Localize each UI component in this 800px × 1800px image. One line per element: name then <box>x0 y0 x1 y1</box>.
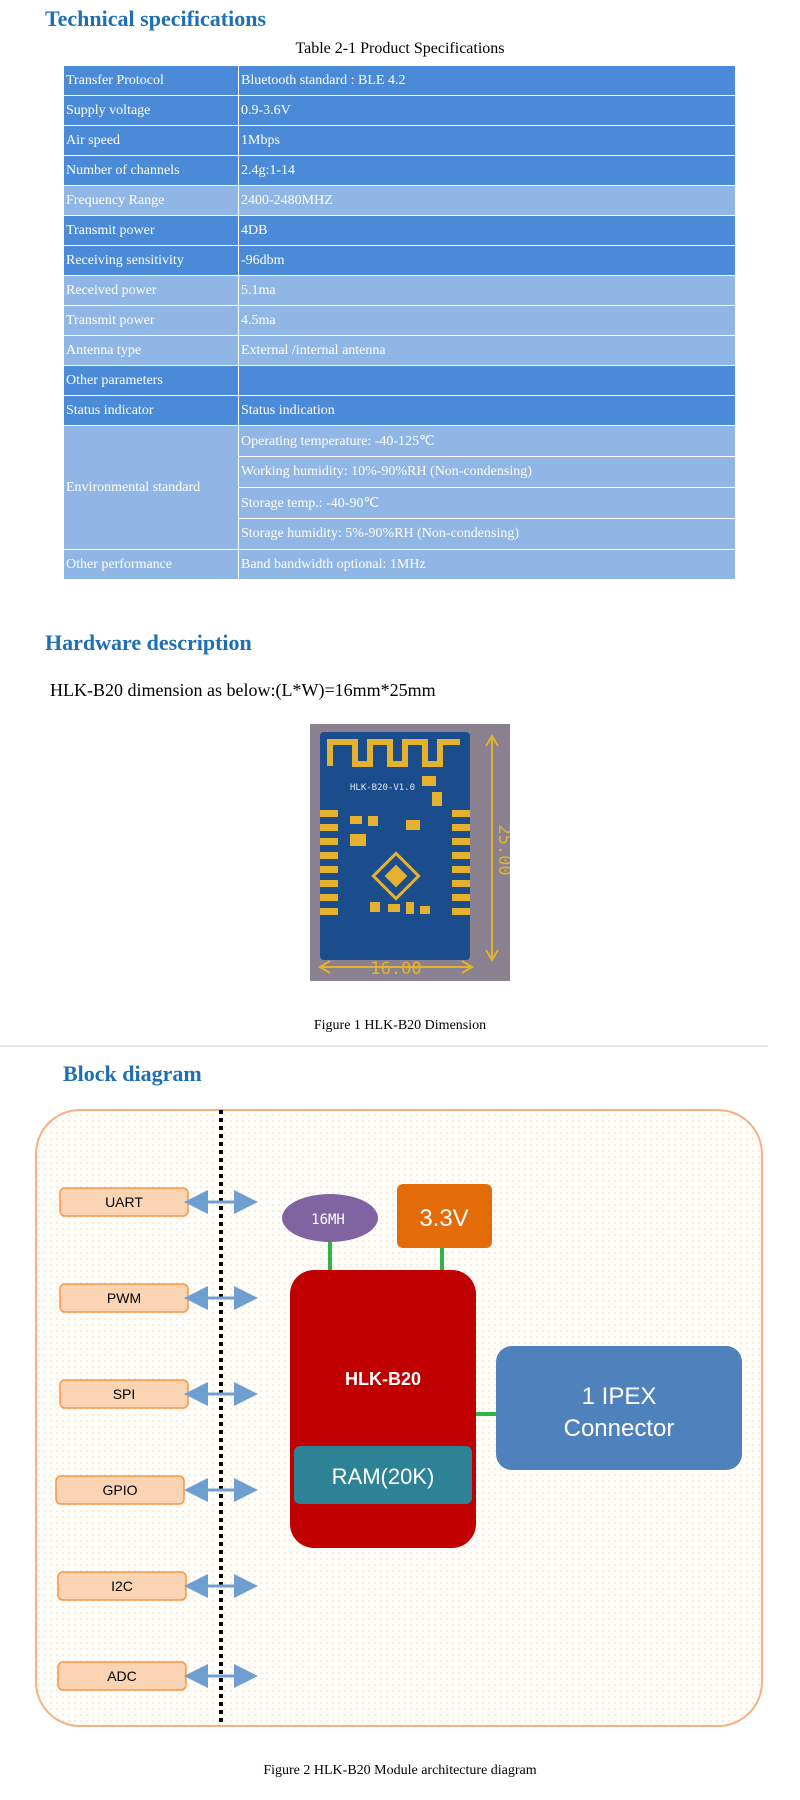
right-pads <box>452 810 470 915</box>
spec-value: Status indication <box>238 395 736 426</box>
spec-label: Air speed <box>63 125 239 156</box>
height-arrow-heads <box>485 734 499 962</box>
page-divider <box>0 1045 768 1047</box>
block-diagram: UART PWM SPI GPIO I2C ADC 16MH 3.3V HLK-… <box>35 1109 763 1727</box>
spec-label: Other parameters <box>63 365 239 396</box>
ram-label: RAM(20K) <box>332 1464 435 1489</box>
board-silk-label: HLK-B20-V1.0 <box>350 783 415 793</box>
board-components <box>350 776 442 914</box>
spec-value: 0.9-3.6V <box>238 95 736 126</box>
crystal-node <box>282 1194 378 1242</box>
spec-value: Operating temperature: -40-125℃ <box>238 425 736 457</box>
spec-value: Storage humidity: 5%-90%RH (Non-condensi… <box>238 518 736 550</box>
interface-label: ADC <box>107 1668 137 1684</box>
ipex-connector-node <box>496 1346 742 1470</box>
interface-pwm: PWM <box>59 1283 189 1313</box>
pcb <box>320 732 470 960</box>
crystal-label: 16MH <box>311 1212 345 1228</box>
spec-value: -96dbm <box>238 245 736 276</box>
spec-label: Transmit power <box>63 215 239 246</box>
spec-value: 2.4g:1-14 <box>238 155 736 186</box>
width-arrow-heads <box>318 960 474 974</box>
spec-value: 4DB <box>238 215 736 246</box>
connector-label-line2: Connector <box>564 1415 675 1442</box>
interface-spi: SPI <box>59 1379 189 1409</box>
spec-value: External /internal antenna <box>238 335 736 366</box>
spec-value: 4.5ma <box>238 305 736 336</box>
dimension-text: HLK-B20 dimension as below:(L*W)=16mm*25… <box>50 680 436 700</box>
section-title-technical: Technical specifications <box>45 6 267 31</box>
spec-label: Receiving sensitivity <box>63 245 239 276</box>
spec-value: 5.1ma <box>238 275 736 306</box>
ram-node <box>294 1446 472 1504</box>
figure2-caption: Figure 2 HLK-B20 Module architecture dia… <box>263 1763 537 1778</box>
table-row: Environmental standard Operating tempera… <box>63 425 736 550</box>
table-caption: Table 2-1 Product Specifications <box>295 40 505 57</box>
spec-value: Working humidity: 10%-90%RH (Non-condens… <box>238 456 736 488</box>
interface-adc: ADC <box>57 1661 187 1691</box>
spec-label: Other performance <box>63 549 239 580</box>
antenna-trace <box>327 739 460 767</box>
interface-label: I2C <box>111 1578 133 1594</box>
spec-value: Band bandwidth optional: 1MHz <box>238 549 736 580</box>
power-label: 3.3V <box>419 1205 468 1232</box>
interface-uart: UART <box>59 1187 189 1217</box>
chip-label: HLK-B20 <box>345 1369 421 1389</box>
spec-value: Storage temp.: -40-90℃ <box>238 487 736 519</box>
interface-i2c: I2C <box>57 1571 187 1601</box>
board-image: HLK-B20-V1.0 25.00 16.00 <box>310 724 510 981</box>
width-label: 16.00 <box>370 959 421 979</box>
spec-label-environment: Environmental standard <box>63 425 239 550</box>
spec-label: Received power <box>63 275 239 306</box>
spec-label: Status indicator <box>63 395 239 426</box>
spec-label: Transfer Protocol <box>63 65 239 96</box>
table-row: Working humidity: 10%-90%RH (Non-condens… <box>64 456 736 488</box>
spec-value: 2400-2480MHZ <box>238 185 736 216</box>
spec-value: Bluetooth standard : BLE 4.2 <box>238 65 736 96</box>
table-row: Other parameters <box>63 365 736 396</box>
section-title-hardware: Hardware description <box>45 630 252 655</box>
spec-value <box>238 365 736 396</box>
left-pads <box>320 810 338 915</box>
height-label: 25.00 <box>494 824 510 875</box>
spec-value: 1Mbps <box>238 125 736 156</box>
spec-label: Supply voltage <box>63 95 239 126</box>
table-row: Receiving sensitivity-96dbm <box>63 245 736 276</box>
chip-node <box>290 1270 476 1548</box>
figure1-caption: Figure 1 HLK-B20 Dimension <box>313 1018 487 1033</box>
section-title-block: Block diagram <box>63 1061 202 1086</box>
interface-gpio: GPIO <box>55 1475 185 1505</box>
spec-label: Transmit power <box>63 305 239 336</box>
spec-label: Frequency Range <box>63 185 239 216</box>
interface-label: UART <box>105 1194 143 1210</box>
spec-label: Antenna type <box>63 335 239 366</box>
spec-label: Number of channels <box>63 155 239 186</box>
chip-outline <box>371 851 421 901</box>
connector-label-line1: 1 IPEX <box>582 1383 657 1410</box>
interface-label: PWM <box>107 1290 141 1306</box>
power-node <box>397 1184 492 1248</box>
interface-label: GPIO <box>102 1482 137 1498</box>
interface-label: SPI <box>113 1386 136 1402</box>
